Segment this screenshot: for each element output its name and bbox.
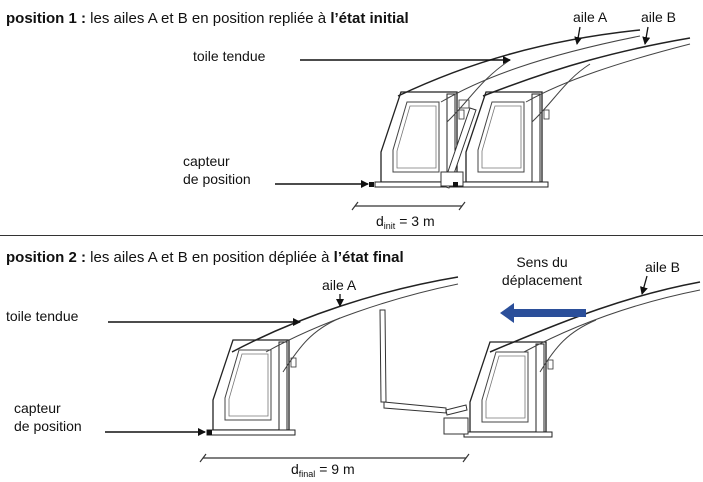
panel2-dim-tick-right: [462, 453, 470, 463]
panel1-dim-tick-left: [351, 201, 359, 211]
panel2-wing-a-frame: [206, 339, 297, 436]
panel2-horizontal-arm: [383, 401, 447, 414]
panel1-wing-a-brace: [446, 59, 511, 123]
panel1-wing-a-roof-inner: [440, 35, 641, 103]
panel1-title-text: les ailes A et B en position repliée à: [86, 10, 331, 27]
panel1-sensor-a: [369, 182, 374, 187]
panel2-label-sens: Sens du déplacement: [490, 253, 594, 289]
panel1-arrow-aile-b: [642, 26, 651, 45]
panel2-dim-letter: d: [291, 461, 299, 477]
panel2-wing-b-brace: [539, 319, 597, 373]
panel2-title: position 2 : les ailes A et B en positio…: [6, 249, 404, 266]
panel2-dim-tick-left: [199, 453, 207, 463]
panel2-label-toile: toile tendue: [6, 308, 79, 324]
panel1-dim-letter: d: [376, 213, 384, 229]
panel2-capteur-line1: capteur: [14, 400, 61, 416]
panel1-capteur-line1: capteur: [183, 153, 230, 169]
panel1-folded-arm: [442, 107, 477, 189]
panel1-wing-a-roof-outer: [397, 29, 641, 97]
panel2-dim-value: = 9 m: [315, 461, 355, 477]
panel1-title-end: l’état initial: [330, 10, 409, 27]
panel2-vertical-arm: [379, 309, 387, 403]
panel2-label-aile-b: aile B: [645, 259, 681, 275]
panel1-label-aile-b: aile B: [641, 9, 677, 25]
panel1-label-aile-a: aile A: [573, 9, 608, 25]
panel2-dim-sub: final: [298, 469, 316, 479]
panel1-drawing: [275, 26, 691, 211]
panel2-wing-b-roof-outer: [489, 281, 701, 353]
panel1-wing-b-brace: [531, 63, 591, 123]
panel2-wing-a-brace: [282, 317, 341, 373]
panel1-dim-tick-right: [458, 201, 466, 211]
panel1-dim-value: = 3 m: [395, 213, 435, 229]
panel1-wing-b-roof-inner: [525, 43, 691, 103]
panel1-dimension: dinit = 3 m: [376, 213, 435, 231]
panel2-capteur-line2: de position: [14, 418, 82, 434]
panel2-arrow-aile-b: [640, 275, 648, 295]
panel1-capteur-line2: de position: [183, 171, 251, 187]
panel2-drawing: [105, 275, 701, 463]
panel1-wing-b-roof-outer: [482, 37, 691, 97]
panel2-title-end: l’état final: [333, 249, 404, 266]
panel2-dimension: dfinal = 9 m: [291, 461, 355, 479]
panel1-arrow-aile-a: [574, 26, 583, 45]
panel1-label-capteur: capteur de position: [183, 152, 251, 188]
panel1-sensor-b: [453, 182, 458, 187]
panel2-label-capteur: capteur de position: [14, 399, 82, 435]
panel2-wing-a-roof-inner: [265, 283, 459, 353]
panel2-arm-joint: [445, 404, 468, 416]
panel2-wing-b-roof-inner: [523, 289, 701, 353]
panel1-wing-b-frame: [459, 91, 550, 188]
panel2-title-text: les ailes A et B en position dépliée à: [86, 249, 334, 266]
panel1-label-toile: toile tendue: [193, 48, 266, 64]
panel2-wing-b-frame: [463, 341, 554, 438]
panel2-sens-line1: Sens du: [516, 254, 568, 270]
panel2-sensor: [207, 430, 212, 435]
panel2-bottom-carriage: [443, 417, 469, 435]
panel1-bottom-carriage: [440, 171, 464, 187]
panel2-label-aile-a: aile A: [322, 277, 357, 293]
panel2-title-prefix: position 2 :: [6, 249, 86, 266]
panel1-dim-sub: init: [383, 221, 396, 231]
panel1-title: position 1 : les ailes A et B en positio…: [6, 10, 409, 27]
panel1-title-prefix: position 1 :: [6, 10, 86, 27]
panel-separator: [0, 235, 703, 236]
panel2-sens-line2: déplacement: [501, 272, 583, 288]
panel2-direction-arrow: [500, 303, 586, 323]
